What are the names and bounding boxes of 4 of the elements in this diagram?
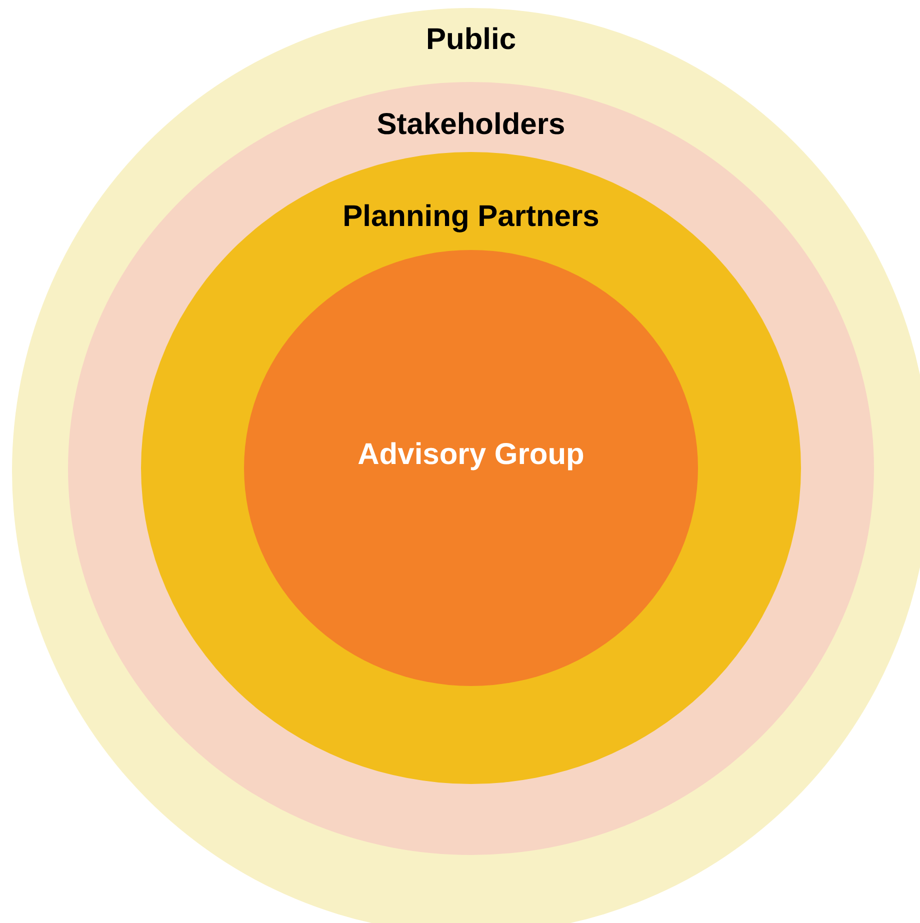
ring-label: Planning Partners — [342, 199, 600, 235]
ring-label: Advisory Group — [358, 437, 584, 473]
ring-label: Public — [426, 22, 516, 58]
ring-label: Stakeholders — [376, 107, 566, 143]
